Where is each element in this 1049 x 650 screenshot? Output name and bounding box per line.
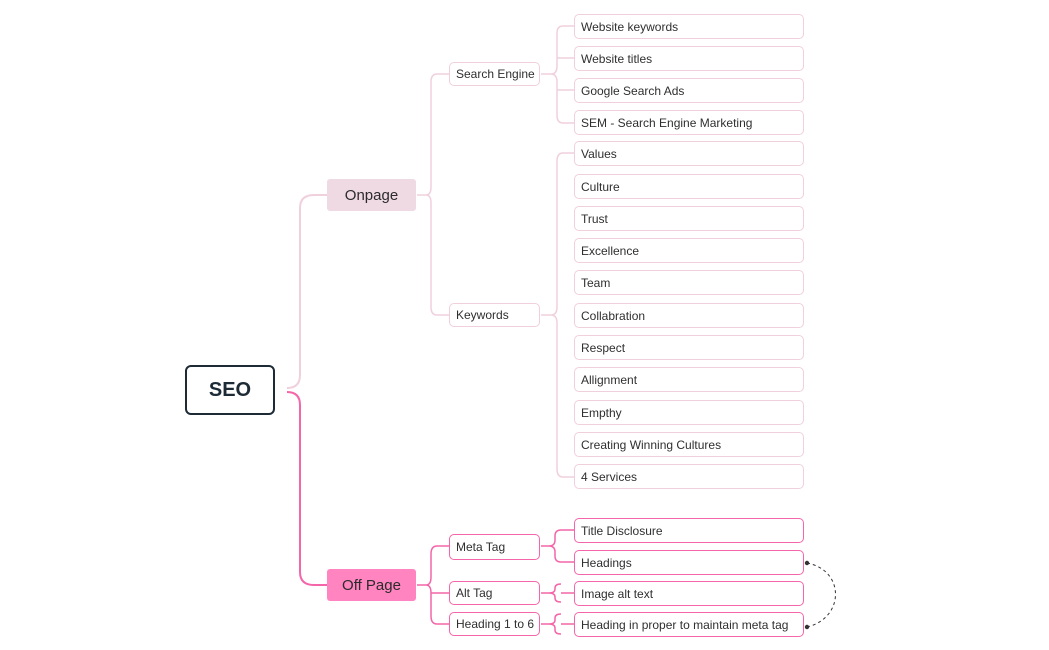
leaf-empthy[interactable]: Empthy <box>574 400 804 425</box>
leaf-4-services[interactable]: 4 Services <box>574 464 804 489</box>
connector-offpage-children <box>417 545 449 625</box>
leaf-values[interactable]: Values <box>574 141 804 166</box>
connector-onpage-children <box>417 73 449 316</box>
leaf-culture[interactable]: Culture <box>574 174 804 199</box>
leaf-headings[interactable]: Headings <box>574 550 804 575</box>
subtopic-meta-tag[interactable]: Meta Tag <box>449 534 540 560</box>
relation-start-dot <box>804 624 810 630</box>
leaf-sem[interactable]: SEM - Search Engine Marketing <box>574 110 804 135</box>
connector-meta-tag-children <box>541 529 574 563</box>
subtopic-heading-1-to-6[interactable]: Heading 1 to 6 <box>449 612 540 636</box>
connector-keywords-children <box>541 152 574 478</box>
leaf-respect[interactable]: Respect <box>574 335 804 360</box>
leaf-trust[interactable]: Trust <box>574 206 804 231</box>
subtopic-keywords[interactable]: Keywords <box>449 303 540 327</box>
relation-end-dot <box>804 560 810 566</box>
subtopic-alt-tag[interactable]: Alt Tag <box>449 581 540 605</box>
leaf-website-keywords[interactable]: Website keywords <box>574 14 804 39</box>
root-node-seo[interactable]: SEO <box>185 365 275 415</box>
connector-heading-children <box>541 613 574 635</box>
connector-search-engine-children <box>541 25 574 124</box>
leaf-website-titles[interactable]: Website titles <box>574 46 804 71</box>
subtopic-search-engine[interactable]: Search Engine <box>449 62 540 86</box>
connector-root-onpage <box>286 194 327 389</box>
connector-root-offpage <box>286 391 327 586</box>
relation-arrow <box>806 562 836 628</box>
connector-alt-tag-children <box>541 583 574 603</box>
branch-offpage[interactable]: Off Page <box>327 569 416 601</box>
leaf-allignment[interactable]: Allignment <box>574 367 804 392</box>
leaf-title-disclosure[interactable]: Title Disclosure <box>574 518 804 543</box>
branch-onpage[interactable]: Onpage <box>327 179 416 211</box>
leaf-excellence[interactable]: Excellence <box>574 238 804 263</box>
leaf-image-alt-text[interactable]: Image alt text <box>574 581 804 606</box>
leaf-creating-winning-cultures[interactable]: Creating Winning Cultures <box>574 432 804 457</box>
leaf-google-search-ads[interactable]: Google Search Ads <box>574 78 804 103</box>
leaf-collabration[interactable]: Collabration <box>574 303 804 328</box>
leaf-team[interactable]: Team <box>574 270 804 295</box>
leaf-heading-proper-meta-tag[interactable]: Heading in proper to maintain meta tag <box>574 612 804 637</box>
